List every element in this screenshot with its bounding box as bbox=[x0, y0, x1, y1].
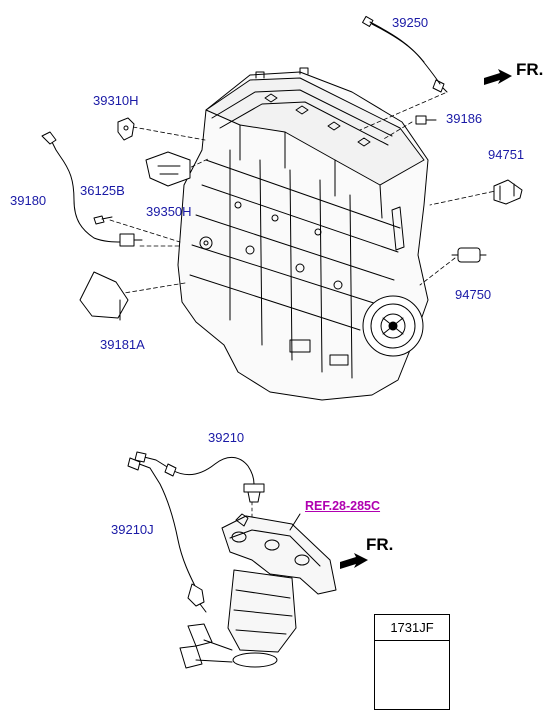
front-direction-label: FR. bbox=[366, 535, 394, 554]
part-label-39180[interactable]: 39180 bbox=[10, 193, 47, 208]
front-arrow-icon bbox=[340, 553, 368, 569]
part-label-39250[interactable]: 39250 bbox=[392, 15, 429, 30]
part-label-39350h[interactable]: 39350H bbox=[146, 204, 192, 219]
front-direction-label: FR. bbox=[516, 60, 544, 79]
exhaust-manifold-assembly bbox=[179, 513, 337, 669]
engine-assembly bbox=[177, 67, 429, 401]
front-arrow-icon bbox=[484, 69, 512, 85]
part-label-39310h[interactable]: 39310H bbox=[93, 93, 139, 108]
legend-part-code[interactable]: 1731JF bbox=[375, 615, 449, 641]
part-label-36125b[interactable]: 36125B bbox=[80, 183, 125, 198]
part-label-94751[interactable]: 94751 bbox=[488, 147, 525, 162]
part-label-39210[interactable]: 39210 bbox=[208, 430, 245, 445]
part-label-94750[interactable]: 94750 bbox=[455, 287, 492, 302]
part-label-39210j[interactable]: 39210J bbox=[111, 522, 154, 537]
part-label-39181a[interactable]: 39181A bbox=[100, 337, 145, 352]
reference-link-28-285c[interactable]: REF.28-285C bbox=[305, 499, 381, 513]
legend-box: 1731JF bbox=[374, 614, 450, 710]
part-label-39186[interactable]: 39186 bbox=[446, 111, 483, 126]
